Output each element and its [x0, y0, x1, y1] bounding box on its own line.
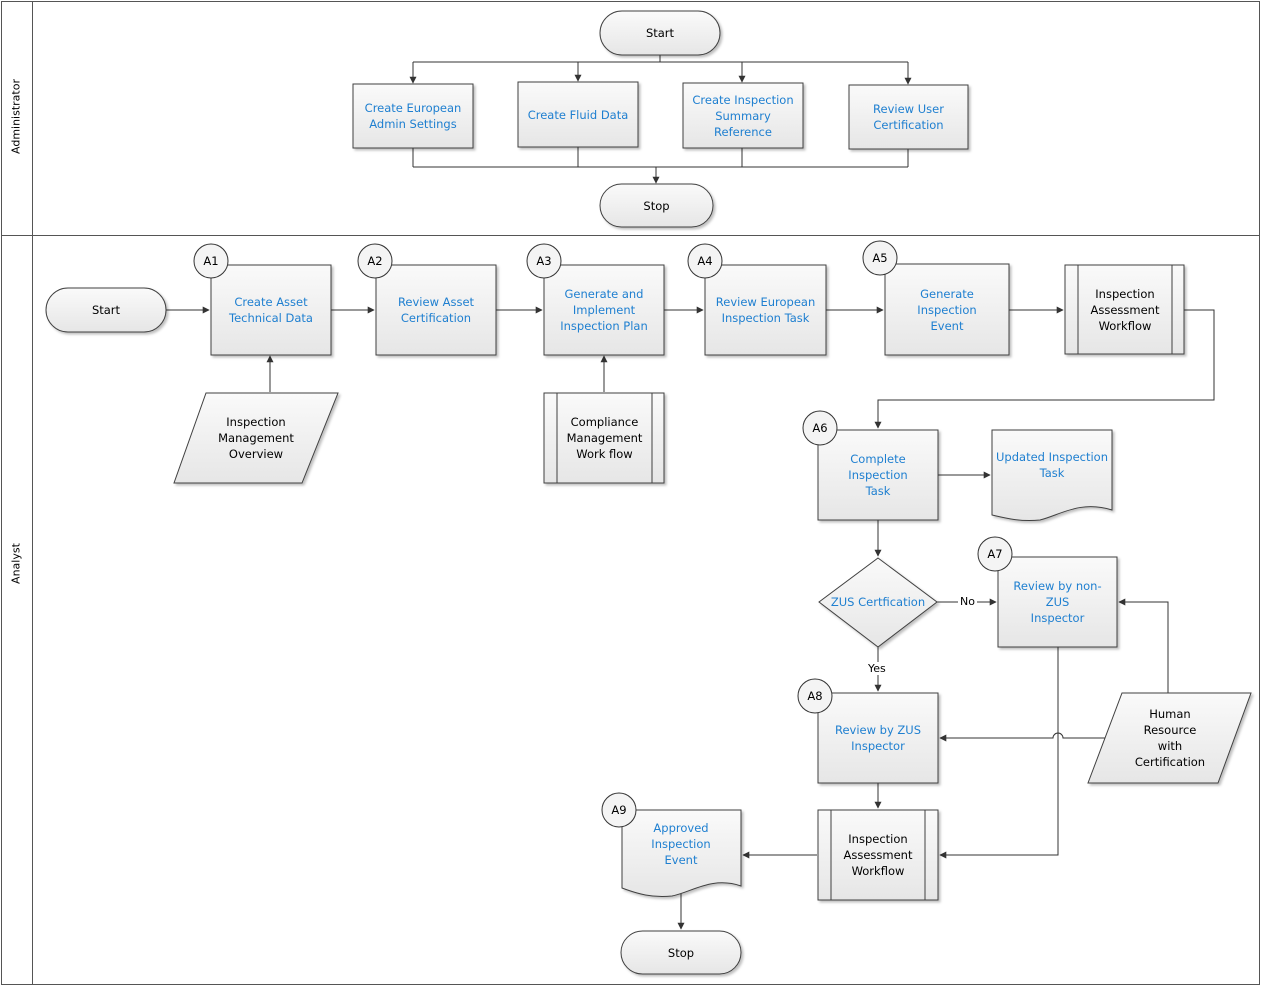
process-bars [556, 265, 1173, 900]
admin-start-terminator [599, 10, 721, 56]
badge-a8: A8 [807, 689, 823, 703]
badge-a1-circle [193, 243, 229, 279]
analyst-start-label[interactable]: Start [91, 303, 121, 317]
updated-task-document [991, 429, 1113, 521]
step-a1-create-asset-technical-data[interactable]: Create Asset Technical Data [229, 295, 313, 325]
shapes [45, 10, 1252, 975]
badge-a3-circle [526, 243, 562, 279]
badge-a3: A3 [536, 254, 552, 268]
lane-label-administrator: Administrator [9, 79, 23, 154]
human-resource-with-certification[interactable]: Human Resource with Certification [1134, 707, 1206, 769]
step-a7-review-by-non-zus-inspector[interactable]: Review by non-ZUS Inspector [1013, 579, 1102, 625]
badge-a2-circle [357, 243, 393, 279]
badge-a5-circle [862, 240, 898, 276]
decision-no-label: No [958, 595, 977, 608]
analyst-stop-label[interactable]: Stop [667, 945, 695, 960]
workflow-bottom-box [817, 809, 939, 901]
decision-yes-label: Yes [866, 662, 888, 675]
inspection-management-overview[interactable]: Inspection Management Overview [218, 415, 294, 461]
admin-stop-terminator [599, 183, 714, 228]
badge-a7-circle [977, 536, 1013, 572]
decision-diamond [818, 557, 938, 648]
admin-start-label[interactable]: Start [645, 26, 675, 40]
badge-a1: A1 [203, 254, 219, 268]
analyst-start-terminator [45, 287, 167, 333]
human-resource-data-shape [1087, 692, 1252, 784]
arrow-hr-to-a7 [1118, 598, 1169, 693]
analyst-stop-terminator [620, 930, 742, 975]
arrow-workflow-to-a6 [874, 309, 1215, 429]
a7-box [997, 556, 1118, 648]
badge-a6: A6 [812, 421, 828, 435]
step-a3-generate-inspection-plan[interactable]: Generate and Implement Inspection Plan [560, 287, 648, 333]
overview-data-shape [173, 392, 339, 484]
admin-step-create-inspection-summary-reference[interactable]: Create Inspection Summary Reference [692, 92, 794, 139]
admin-step-2-box [517, 81, 639, 148]
step-a2-review-asset-certification[interactable]: Review Asset Certification [397, 295, 475, 325]
updated-inspection-task-document[interactable]: Updated Inspection Task [996, 450, 1109, 480]
step-a4-review-european-inspection-task[interactable]: Review European Inspection Task [715, 295, 816, 325]
step-a9-approved-inspection-event[interactable]: Approved Inspection Event [651, 821, 711, 867]
a5-box [884, 263, 1010, 356]
a2-box [375, 264, 497, 356]
a9-document [621, 809, 742, 897]
inspection-assessment-workflow-top[interactable]: Inspection Assessment Workflow [1090, 286, 1160, 333]
compliance-box [543, 392, 665, 484]
badge-a2: A2 [367, 254, 383, 268]
a4-box [704, 264, 827, 356]
badge-a5: A5 [872, 251, 888, 265]
a8-box [817, 692, 939, 784]
admin-step-3-box [682, 82, 804, 149]
arrow-hr-to-a8 [939, 732, 1108, 742]
admin-step-create-european-admin-settings[interactable]: Create European Admin Settings [364, 101, 462, 131]
badge-a4-circle [687, 243, 723, 279]
admin-step-4-box [848, 84, 969, 150]
badge-a7: A7 [987, 547, 1003, 561]
step-a5-generate-inspection-event[interactable]: Generate Inspection Event [917, 286, 977, 333]
badge-a8-circle [797, 678, 833, 714]
a1-box [210, 264, 332, 356]
admin-step-create-fluid-data[interactable]: Create Fluid Data [527, 107, 629, 122]
a3-box [543, 264, 665, 356]
connectors [166, 55, 1215, 930]
decision-zus-certification[interactable]: ZUS Certfication [830, 595, 926, 609]
lane-label-analyst: Analyst [9, 543, 23, 584]
admin-stop-label[interactable]: Stop [643, 198, 670, 213]
workflow-top-box [1064, 264, 1185, 355]
badges [193, 240, 1013, 828]
a6-box [817, 429, 939, 521]
inspection-assessment-workflow-bottom[interactable]: Inspection Assessment Workflow [843, 832, 913, 878]
admin-step-1-box [352, 83, 474, 149]
compliance-management-workflow[interactable]: Compliance Management Work flow [566, 415, 643, 461]
badge-a9-circle [601, 792, 637, 828]
step-a8-review-by-zus-inspector[interactable]: Review by ZUS Inspector [834, 723, 922, 753]
badge-a4: A4 [697, 254, 713, 268]
admin-step-review-user-certification[interactable]: Review User Certification [873, 102, 944, 132]
badge-a6-circle [802, 410, 838, 446]
arrow-a7-to-workflow [939, 647, 1059, 859]
badge-a9: A9 [611, 803, 627, 817]
step-a6-complete-inspection-task[interactable]: Complete Inspection Task [848, 452, 908, 498]
